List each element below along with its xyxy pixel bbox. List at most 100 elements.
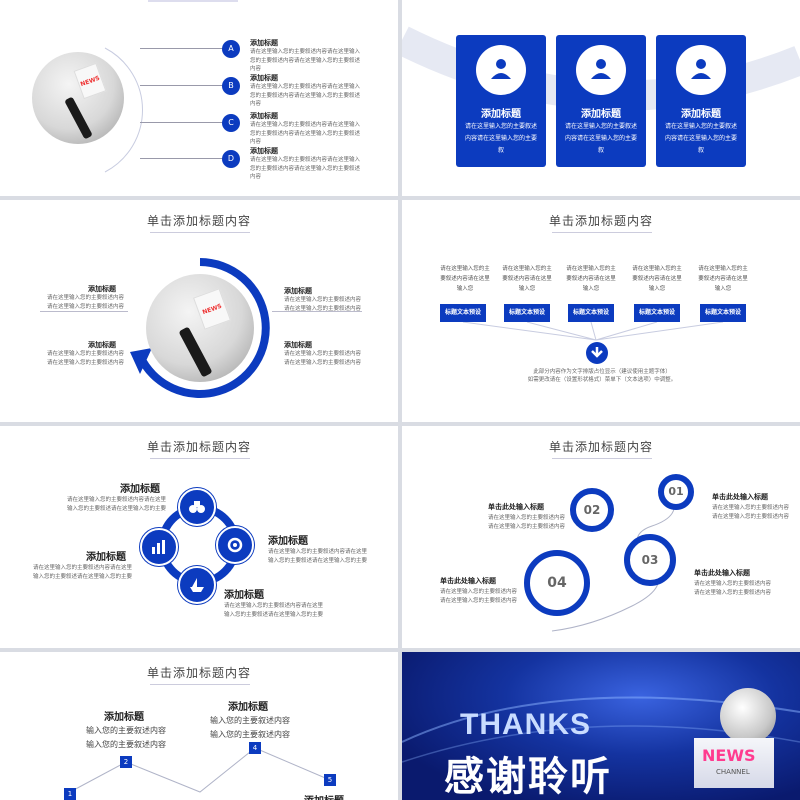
note-line-1: 此部分内容作为文字排版占位显示（建议使用主题字体）: [533, 369, 671, 375]
thanks-text: THANKS: [460, 708, 591, 741]
badge-b: B: [222, 77, 240, 95]
slide-8[interactable]: THANKS 感谢聆听 NEWS CHANNEL: [402, 652, 800, 800]
item-2-line-1: 输入您的主要叙述内容: [210, 716, 290, 725]
pin-02: 02: [570, 488, 614, 532]
route-line: [551, 495, 675, 632]
card-3-text: 请在这里输入您的主要叙述内容请在这里输入您的主要叙: [664, 123, 737, 154]
item-2-text: 请在这里输入您的主要叙述内容请在这里输入您的主要叙述请在这里输入您的主要: [32, 565, 132, 580]
item-d-text: 请在这里输入您的主要叙述内容请在这里输入您的主要叙述内容请在这里输入您的主要叙述…: [250, 157, 361, 180]
left-bottom-text: 请在这里输入您的主要叙述内容请在这里输入您的主要叙述内容: [46, 351, 124, 366]
slide-3[interactable]: 单击添加标题内容 NEWS 添加标题 请在这里输入您的主要叙述内容请在这里输入您…: [0, 200, 398, 422]
slide-2[interactable]: 添加标题 请在这里输入您的主要叙述内容请在这里输入您的主要叙 添加标题 请在这里…: [402, 0, 800, 196]
num-box-4: 4: [249, 742, 261, 754]
gear-people-icon: [227, 537, 243, 553]
line-chart-decoration: [69, 747, 331, 793]
card-2-title: 添加标题: [581, 109, 621, 120]
arc-decoration: [104, 47, 144, 173]
num-box-1: 1: [64, 788, 76, 800]
slide-5[interactable]: 单击添加标题内容 添加标题 请在这里输入您的主要叙述内容请在这里输入您的主要叙述…: [0, 426, 398, 648]
right-top-title: 添加标题: [284, 287, 312, 295]
pin-03: 03: [624, 534, 676, 586]
preset-button-3[interactable]: 标题文本预设: [568, 304, 614, 322]
badge-c: C: [222, 114, 240, 132]
microphone-photo: NEWS: [32, 52, 124, 144]
item-c-text: 请在这里输入您的主要叙述内容请在这里输入您的主要叙述内容请在这里输入您的主要叙述…: [250, 122, 361, 145]
item-4-text: 请在这里输入您的主要叙述内容请在这里输入您的主要叙述请在这里输入您的主要: [224, 603, 324, 618]
item-a-title: 添加标题: [250, 39, 278, 47]
petal-bottom: [178, 566, 216, 604]
microphone: [64, 96, 93, 140]
slide-1[interactable]: NEWS A 添加标题 请在这里输入您的主要叙述内容请在这里输入您的主要叙述内容…: [0, 0, 398, 196]
card-3[interactable]: 添加标题 请在这里输入您的主要叙述内容请在这里输入您的主要叙: [656, 35, 746, 167]
preset-button-5[interactable]: 标题文本预设: [700, 304, 746, 322]
col-4-text: 请在这里输入您的主要叙述内容请在这里输入您: [632, 266, 682, 292]
card-3-title: 添加标题: [681, 109, 721, 120]
item-b-title: 添加标题: [250, 74, 278, 82]
badge-a: A: [222, 40, 240, 58]
slide-4-title: 单击添加标题内容: [548, 214, 653, 228]
news-box: NEWS CHANNEL: [694, 738, 774, 788]
item-2-title: 添加标题: [86, 552, 126, 563]
item-02-title: 单击此处输入标题: [488, 503, 544, 511]
person-icon: [691, 59, 711, 79]
num-box-5: 5: [324, 774, 336, 786]
petal-top: [178, 488, 216, 526]
left-top-title: 添加标题: [88, 285, 116, 293]
item-c-title: 添加标题: [250, 112, 278, 120]
right-top-text: 请在这里输入您的主要叙述内容请在这里输入您的主要叙述内容: [284, 297, 362, 312]
person-icon: [591, 59, 611, 79]
thanks-cn-text: 感谢聆听: [444, 754, 612, 800]
person-icon: [491, 59, 511, 79]
item-1-title: 添加标题: [120, 484, 160, 495]
news-cube: NEWS: [73, 62, 107, 100]
item-01-text: 请在这里输入您的主要叙述内容请在这里输入您的主要叙述内容: [712, 505, 790, 520]
preset-button-4[interactable]: 标题文本预设: [634, 304, 680, 322]
item-2-title: 添加标题: [228, 702, 268, 713]
item-02-text: 请在这里输入您的主要叙述内容请在这里输入您的主要叙述内容: [488, 515, 566, 530]
right-bottom-title: 添加标题: [284, 341, 312, 349]
news-cube: NEWS: [193, 288, 231, 330]
pin-01: 01: [658, 474, 694, 510]
channel-label: CHANNEL: [716, 768, 750, 776]
item-2-line-2: 输入您的主要叙述内容: [210, 730, 290, 739]
col-1-text: 请在这里输入您的主要叙述内容请在这里输入您: [440, 266, 490, 292]
card-1-title: 添加标题: [481, 109, 521, 120]
petal-right: [216, 526, 254, 564]
item-1-title: 添加标题: [104, 712, 144, 723]
boat-icon: [190, 578, 204, 592]
slide-3-title: 单击添加标题内容: [146, 214, 251, 228]
slide-5-title: 单击添加标题内容: [146, 440, 251, 454]
cycle-arrow: [130, 258, 270, 398]
badge-d: D: [222, 150, 240, 168]
num-box-2: 2: [120, 756, 132, 768]
slide-7-title: 单击添加标题内容: [146, 666, 251, 680]
microphone-head: [720, 688, 776, 744]
card-1[interactable]: 添加标题 请在这里输入您的主要叙述内容请在这里输入您的主要叙: [456, 35, 546, 167]
chevron-down-icon: [586, 342, 608, 364]
slide-7[interactable]: 单击添加标题内容 添加标题 输入您的主要叙述内容 输入您的主要叙述内容 添加标题…: [0, 652, 398, 800]
card-2[interactable]: 添加标题 请在这里输入您的主要叙述内容请在这里输入您的主要叙: [556, 35, 646, 167]
col-3-text: 请在这里输入您的主要叙述内容请在这里输入您: [566, 266, 616, 292]
card-2-text: 请在这里输入您的主要叙述内容请在这里输入您的主要叙: [564, 123, 637, 154]
slide-4[interactable]: 单击添加标题内容 请在这里输入您的主要叙述内容请在这里输入您 请在这里输入您的主…: [402, 200, 800, 422]
item-1-line-2: 输入您的主要叙述内容: [86, 740, 166, 749]
right-bottom-text: 请在这里输入您的主要叙述内容请在这里输入您的主要叙述内容: [284, 351, 362, 366]
item-3-title: 添加标题: [304, 792, 344, 800]
item-3-text: 请在这里输入您的主要叙述内容请在这里输入您的主要叙述请在这里输入您的主要: [268, 549, 368, 564]
col-2-text: 请在这里输入您的主要叙述内容请在这里输入您: [502, 266, 552, 292]
col-5-text: 请在这里输入您的主要叙述内容请在这里输入您: [698, 266, 748, 292]
item-04-title: 单击此处输入标题: [440, 577, 496, 585]
binoculars-icon: [189, 501, 205, 513]
item-d-title: 添加标题: [250, 147, 278, 155]
slide-6[interactable]: 单击添加标题内容 01 02 03 04 单击此处输入标题 请在这里输入您的主要…: [402, 426, 800, 648]
item-1-text: 请在这里输入您的主要叙述内容请在这里输入您的主要叙述请在这里输入您的主要: [66, 497, 166, 512]
microphone: [178, 326, 213, 378]
petal-left: [140, 528, 178, 566]
preset-button-2[interactable]: 标题文本预设: [504, 304, 550, 322]
chart-icon: [152, 540, 165, 554]
item-01-title: 单击此处输入标题: [712, 493, 768, 501]
preset-button-1[interactable]: 标题文本预设: [440, 304, 486, 322]
card-1-text: 请在这里输入您的主要叙述内容请在这里输入您的主要叙: [464, 123, 537, 154]
microphone-photo: NEWS: [146, 274, 254, 382]
item-03-title: 单击此处输入标题: [694, 569, 750, 577]
